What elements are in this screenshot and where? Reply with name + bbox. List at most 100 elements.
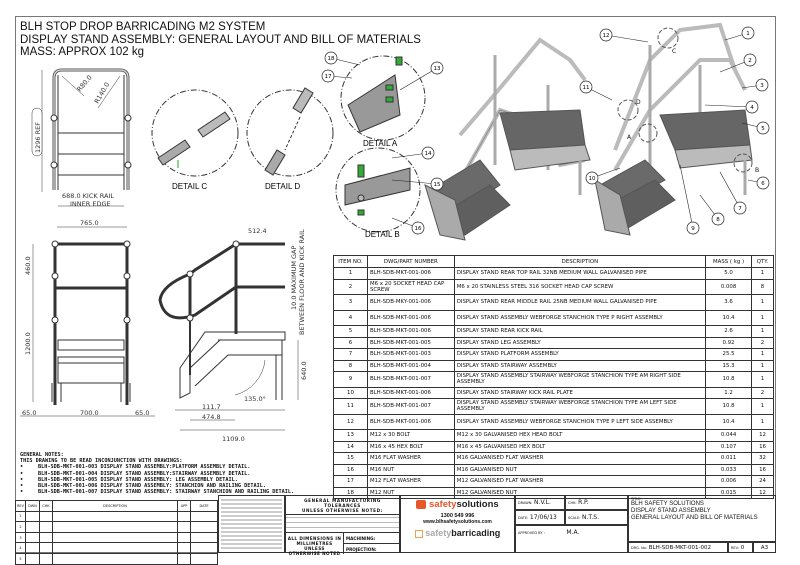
dim-765: 765.0: [80, 219, 99, 227]
scale-field: SCALE: N.T.S.: [565, 510, 628, 525]
bom-mass: 5.0: [705, 267, 752, 280]
approved-by-field: APPROVED BY : M.A.: [515, 525, 628, 553]
bom-qty: 1: [750, 413, 775, 430]
bom-header-row: ITEM NO. DWG/PART NUMBER DESCRIPTION MAS…: [333, 255, 775, 268]
bom-item-no: 14: [333, 440, 368, 453]
svg-text:16: 16: [415, 226, 422, 232]
svg-text:18: 18: [328, 56, 335, 62]
detail-b-view: [335, 147, 421, 233]
bom-part-number: M6 x 20 SOCKET HEAD CAP SCREW: [366, 278, 455, 295]
bom-description: DISPLAY STAND PLATFORM ASSEMBLY: [453, 348, 707, 361]
bom-description: M12 GALVANISED FLAT WASHER: [453, 475, 707, 488]
bom-item-no: 8: [333, 359, 368, 372]
col-item: ITEM NO.: [333, 255, 368, 268]
tolerances-subtitle: UNLESS OTHERWISE NOTED:: [302, 508, 383, 513]
bom-mass: 10.4: [705, 413, 752, 430]
top-view: [31, 68, 132, 207]
front-elevation: [20, 226, 155, 417]
dim-gap-2: BETWEEN FLOOR AND KICK RAIL: [298, 229, 306, 335]
svg-text:5: 5: [761, 126, 765, 132]
date-field: DATE: 17/06/13: [515, 510, 565, 525]
bom-description: DISPLAY STAND STAIRWAY ASSEMBLY: [453, 359, 707, 372]
bom-qty: 2: [750, 336, 775, 349]
bom-description: DISPLAY STAND ASSEMBLY STAIRWAY WEBFORGE…: [453, 398, 707, 415]
bom-item-no: 7: [333, 348, 368, 361]
svg-text:12: 12: [603, 33, 610, 39]
bom-description: DISPLAY STAND LEG ASSEMBLY: [453, 336, 707, 349]
bom-part-number: M16 NUT: [366, 463, 455, 476]
balloon-10: 10: [585, 167, 621, 185]
bom-mass: 1.2: [705, 386, 752, 399]
bom-qty: 1: [750, 309, 775, 326]
detail-a-label: DETAIL A: [363, 139, 398, 148]
drawing-number-field: DRG. No: BLH-SDB-MKT-001-002: [628, 542, 728, 553]
bom-item-no: 12: [333, 413, 368, 430]
bom-mass: 0.107: [705, 440, 752, 453]
detail-c-label: DETAIL C: [172, 182, 207, 191]
dim-460: 460.0: [24, 256, 32, 275]
svg-text:2: 2: [748, 58, 752, 64]
drawing-title-block: TITLE : BLH SAFETY SOLUTIONS DISPLAY STA…: [628, 495, 776, 542]
dim-1200: 1200.0: [24, 332, 32, 355]
svg-text:14: 14: [425, 151, 432, 157]
col-qty: QTY.: [750, 255, 775, 268]
bom-part-number: BLH-SDB-MKT-001-006: [366, 386, 455, 399]
company-phone: 1300 549 996: [440, 513, 475, 519]
bom-qty: 2: [750, 386, 775, 399]
bom-item-no: 11: [333, 398, 368, 415]
bom-qty: 1: [750, 325, 775, 338]
dim-gap-1: 10.0 MAXIMUM GAP: [290, 246, 298, 310]
bom-item-no: 2: [333, 278, 368, 295]
dim-640: 640.0: [300, 361, 308, 380]
dim-1296-ref: 1296 REF: [34, 122, 42, 153]
notes-intro: THIS DRAWING TO BE READ INCONJUNCTION WI…: [20, 458, 183, 465]
machining-label: MACHINING:: [344, 532, 401, 543]
bom-part-number: M12 FLAT WASHER: [366, 475, 455, 488]
balloon-3: 3: [741, 78, 769, 92]
bom-qty: 1: [750, 267, 775, 280]
note-item: BLH-SDB-MKT-001-005 DISPLAY STAND ASSEMB…: [20, 477, 294, 483]
balloon-7: 7: [719, 171, 747, 215]
svg-text:6: 6: [761, 181, 765, 187]
bom-part-number: BLH-SDB-MKT-001-006: [366, 267, 455, 280]
note-item: BLH-SDB-MKT-001-003 DISPLAY STAND ASSEMB…: [20, 464, 294, 470]
balloon-5: 5: [741, 121, 770, 135]
bom-part-number: BLH-SDB-MKT-001-007: [366, 371, 455, 388]
dim-474: 474.8: [202, 413, 221, 421]
bom-mass: 3.6: [705, 294, 752, 311]
bom-description: M12 x 30 GALVANISED HEX HEAD BOLT: [453, 429, 707, 442]
balloon-18: 18: [324, 51, 361, 66]
col-mass: MASS ( kg ): [705, 255, 752, 268]
bom-mass: 0.008: [705, 278, 752, 295]
dim-r80: R80.0: [75, 74, 93, 94]
isometric-view: [424, 37, 591, 241]
bom-qty: 8: [750, 278, 775, 295]
bom-item-no: 5: [333, 325, 368, 338]
bom-item-no: 3: [333, 294, 368, 311]
balloon-8: 8: [699, 194, 725, 226]
balloon-16: 16: [391, 217, 425, 235]
balloon-1: 1: [724, 26, 755, 41]
bom-qty: 1: [750, 398, 775, 415]
bom-mass: 10.8: [705, 371, 752, 388]
svg-text:3: 3: [760, 83, 764, 89]
dim-inner-edge: INNER EDGE: [70, 200, 111, 208]
bom-part-number: M12 x 30 BOLT: [366, 429, 455, 442]
bom-description: DISPLAY STAND REAR KICK RAIL: [453, 325, 707, 338]
title-line-3: GENERAL LAYOUT AND BILL OF MATERIALS: [631, 515, 758, 521]
general-notes: GENERAL NOTES: THIS DRAWING TO BE READ I…: [20, 452, 294, 496]
bom-mass: 0.92: [705, 336, 752, 349]
bom-description: DISPLAY STAND ASSEMBLY STAIRWAY WEBFORGE…: [453, 371, 707, 388]
tolerances-block: GENERAL MANUFACTURING TOLERANCES UNLESS …: [285, 495, 401, 556]
sheet-size-field: A3: [753, 542, 776, 553]
